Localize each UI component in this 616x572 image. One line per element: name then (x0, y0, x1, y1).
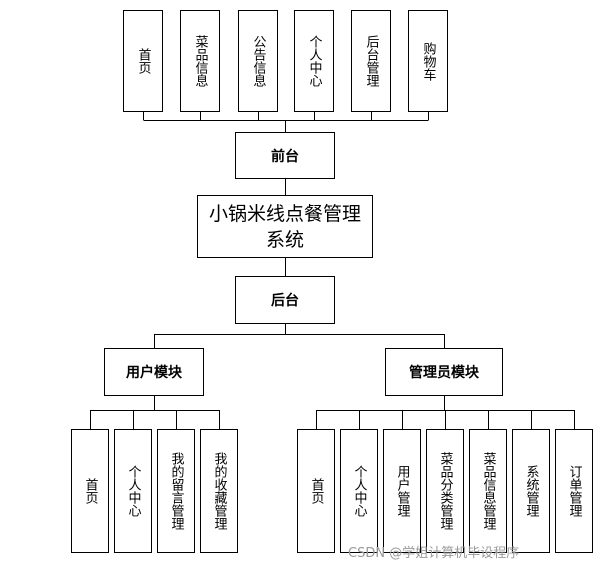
admin-module-node: 管理员模块 (385, 348, 503, 396)
watermark: CSDN @学姐计算机毕设程序 (348, 546, 520, 561)
system-node: 小锅米线点餐管理系统 (197, 195, 373, 258)
front-node: 前台 (235, 132, 335, 179)
admin-child-dish-category: 菜品分类管理 (426, 429, 464, 553)
user-child-my-messages: 我的留言管理 (157, 429, 195, 553)
user-child-my-favorites: 我的收藏管理 (200, 429, 238, 553)
admin-child-system-management: 系统管理 (512, 429, 550, 553)
admin-child-dish-info: 菜品信息管理 (469, 429, 507, 553)
top-module-dish-info: 菜品信息 (180, 10, 220, 112)
admin-child-home: 首页 (297, 429, 335, 553)
top-module-shopping-cart: 购物车 (408, 10, 448, 112)
top-module-backend-management: 后台管理 (351, 10, 391, 112)
admin-child-user-management: 用户管理 (383, 429, 421, 553)
top-module-home: 首页 (123, 10, 163, 112)
top-module-announcement: 公告信息 (238, 10, 278, 112)
admin-child-order-management: 订单管理 (555, 429, 593, 553)
user-child-personal-center: 个人中心 (114, 429, 152, 553)
user-child-home: 首页 (71, 429, 109, 553)
back-node: 后台 (235, 276, 335, 324)
admin-child-personal-center: 个人中心 (340, 429, 378, 553)
user-module-node: 用户模块 (104, 348, 204, 396)
top-module-personal-center: 个人中心 (294, 10, 334, 112)
